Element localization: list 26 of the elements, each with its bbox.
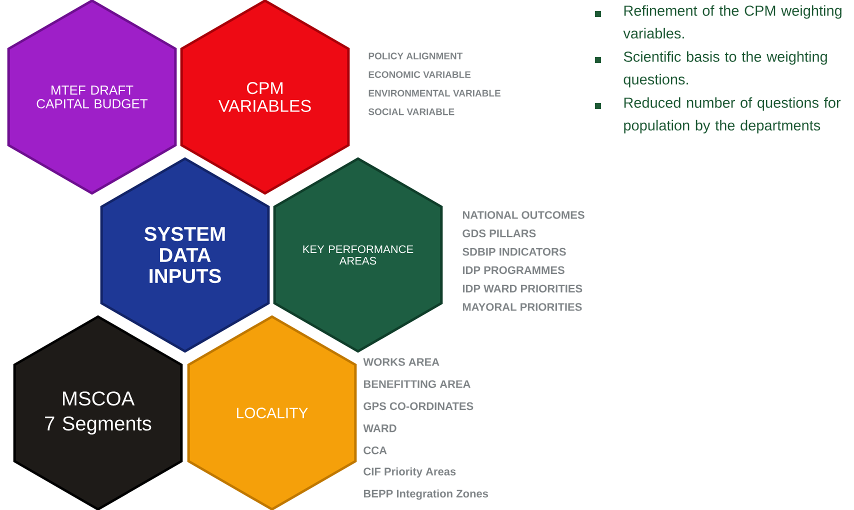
hexagon: MSCOA 7 Segments	[13, 315, 183, 510]
hexagon: CPM VARIABLES	[180, 0, 350, 195]
list-item: POLICY ALIGNMENT	[368, 52, 463, 60]
list-item: SDBIP INDICATORS	[462, 248, 566, 256]
list-item: NATIONAL OUTCOMES	[462, 211, 584, 219]
hexagon: MTEF DRAFT CAPITAL BUDGET	[7, 0, 177, 195]
list-item: CIF Priority Areas	[364, 467, 456, 478]
hexagon: LOCALITY	[187, 315, 357, 510]
list-item: IDP PROGRAMMES	[462, 266, 564, 274]
list-item: GDS PILLARS	[462, 230, 536, 238]
list-item: BEPP Integration Zones	[364, 489, 488, 500]
bullet-text: Scientific basis to the weighting questions.	[624, 51, 827, 88]
list-item: WORKS AREA	[363, 358, 440, 366]
list-item: CCA	[364, 446, 387, 454]
list-item: GPS CO-ORDINATES	[364, 402, 474, 410]
hexagon: SYSTEM DATA INPUTS	[100, 157, 270, 353]
list-item: SOCIAL VARIABLE	[368, 108, 454, 116]
bullet-text: Reduced number of questions for population by the departments	[624, 97, 841, 134]
list-item: MAYORAL PRIORITIES	[462, 303, 582, 311]
list-item: WARD	[363, 424, 396, 432]
list-item: ECONOMIC VARIABLE	[368, 71, 471, 78]
list-item: IDP WARD PRIORITIES	[462, 284, 582, 292]
hexagon: KEY PERFORMANCE AREAS	[273, 157, 443, 353]
list-item: BENEFITTING AREA	[364, 380, 470, 388]
bullet-text: Refinement of the CPM weighting variables.	[623, 5, 842, 39]
list-item: ENVIRONMENTAL VARIABLE	[368, 90, 500, 97]
